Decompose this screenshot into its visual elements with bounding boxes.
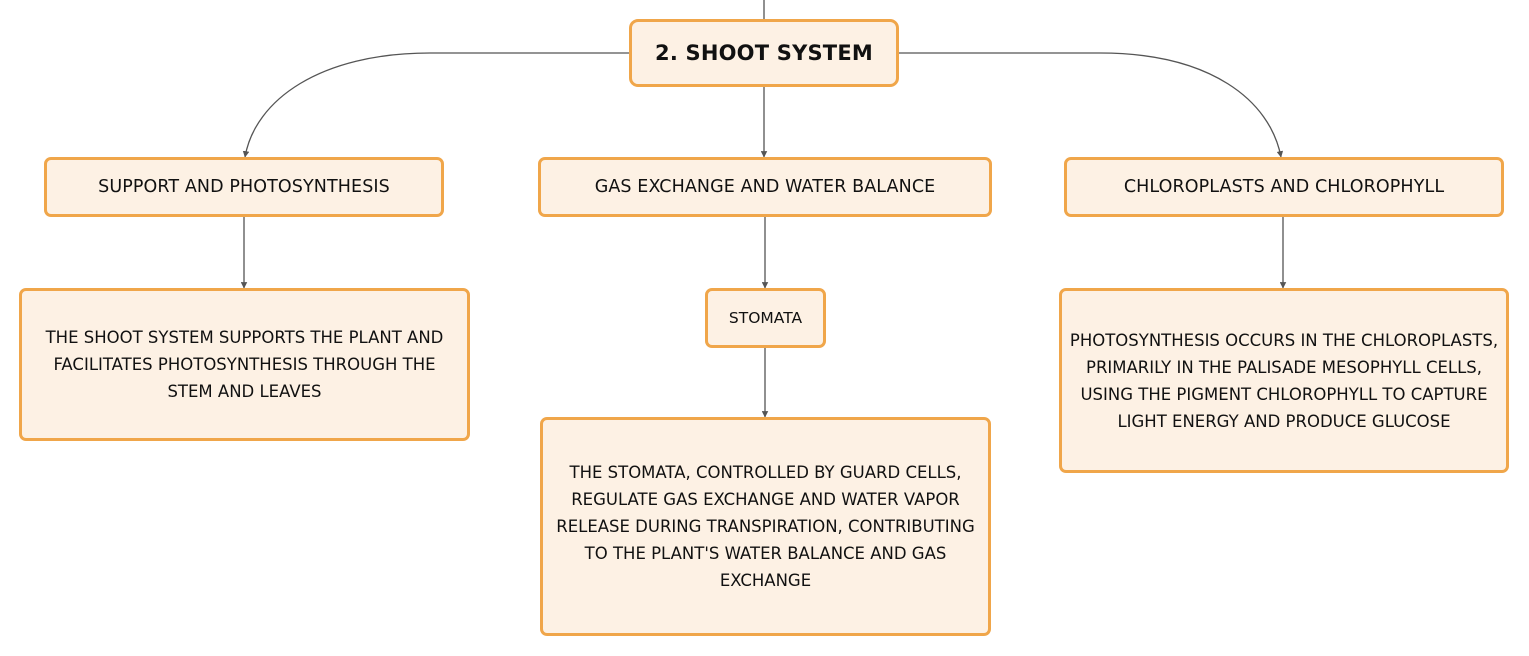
detail-node-support[interactable]: THE SHOOT SYSTEM SUPPORTS THE PLANT AND … — [19, 288, 470, 441]
topic-node-support-and-photosynthesis[interactable]: SUPPORT AND PHOTOSYNTHESIS — [44, 157, 444, 217]
topic-node-label: STOMATA — [728, 309, 803, 327]
topic-node-label: GAS EXCHANGE AND WATER BALANCE — [594, 177, 936, 197]
topic-node-stomata[interactable]: STOMATA — [705, 288, 826, 348]
detail-node-text: PHOTOSYNTHESIS OCCURS IN THE CHLOROPLAST… — [1069, 330, 1499, 431]
topic-node-label: CHLOROPLASTS AND CHLOROPHYLL — [1123, 177, 1445, 197]
detail-node-stomata[interactable]: THE STOMATA, CONTROLLED BY GUARD CELLS, … — [540, 417, 991, 636]
topic-node-label: SUPPORT AND PHOTOSYNTHESIS — [98, 177, 390, 197]
connector-root-to-chloro — [899, 52, 1284, 158]
detail-node-text: THE STOMATA, CONTROLLED BY GUARD CELLS, … — [556, 463, 975, 590]
root-node-shoot-system[interactable]: 2. SHOOT SYSTEM — [629, 19, 899, 87]
root-node-label: 2. SHOOT SYSTEM — [655, 41, 873, 65]
detail-node-text: THE SHOOT SYSTEM SUPPORTS THE PLANT AND … — [45, 328, 444, 401]
connector-root-to-support — [242, 52, 629, 158]
topic-node-gas-exchange-and-water-balance[interactable]: GAS EXCHANGE AND WATER BALANCE — [538, 157, 992, 217]
detail-node-chloroplasts[interactable]: PHOTOSYNTHESIS OCCURS IN THE CHLOROPLAST… — [1059, 288, 1509, 473]
topic-node-chloroplasts-and-chlorophyll[interactable]: CHLOROPLASTS AND CHLOROPHYLL — [1064, 157, 1504, 217]
